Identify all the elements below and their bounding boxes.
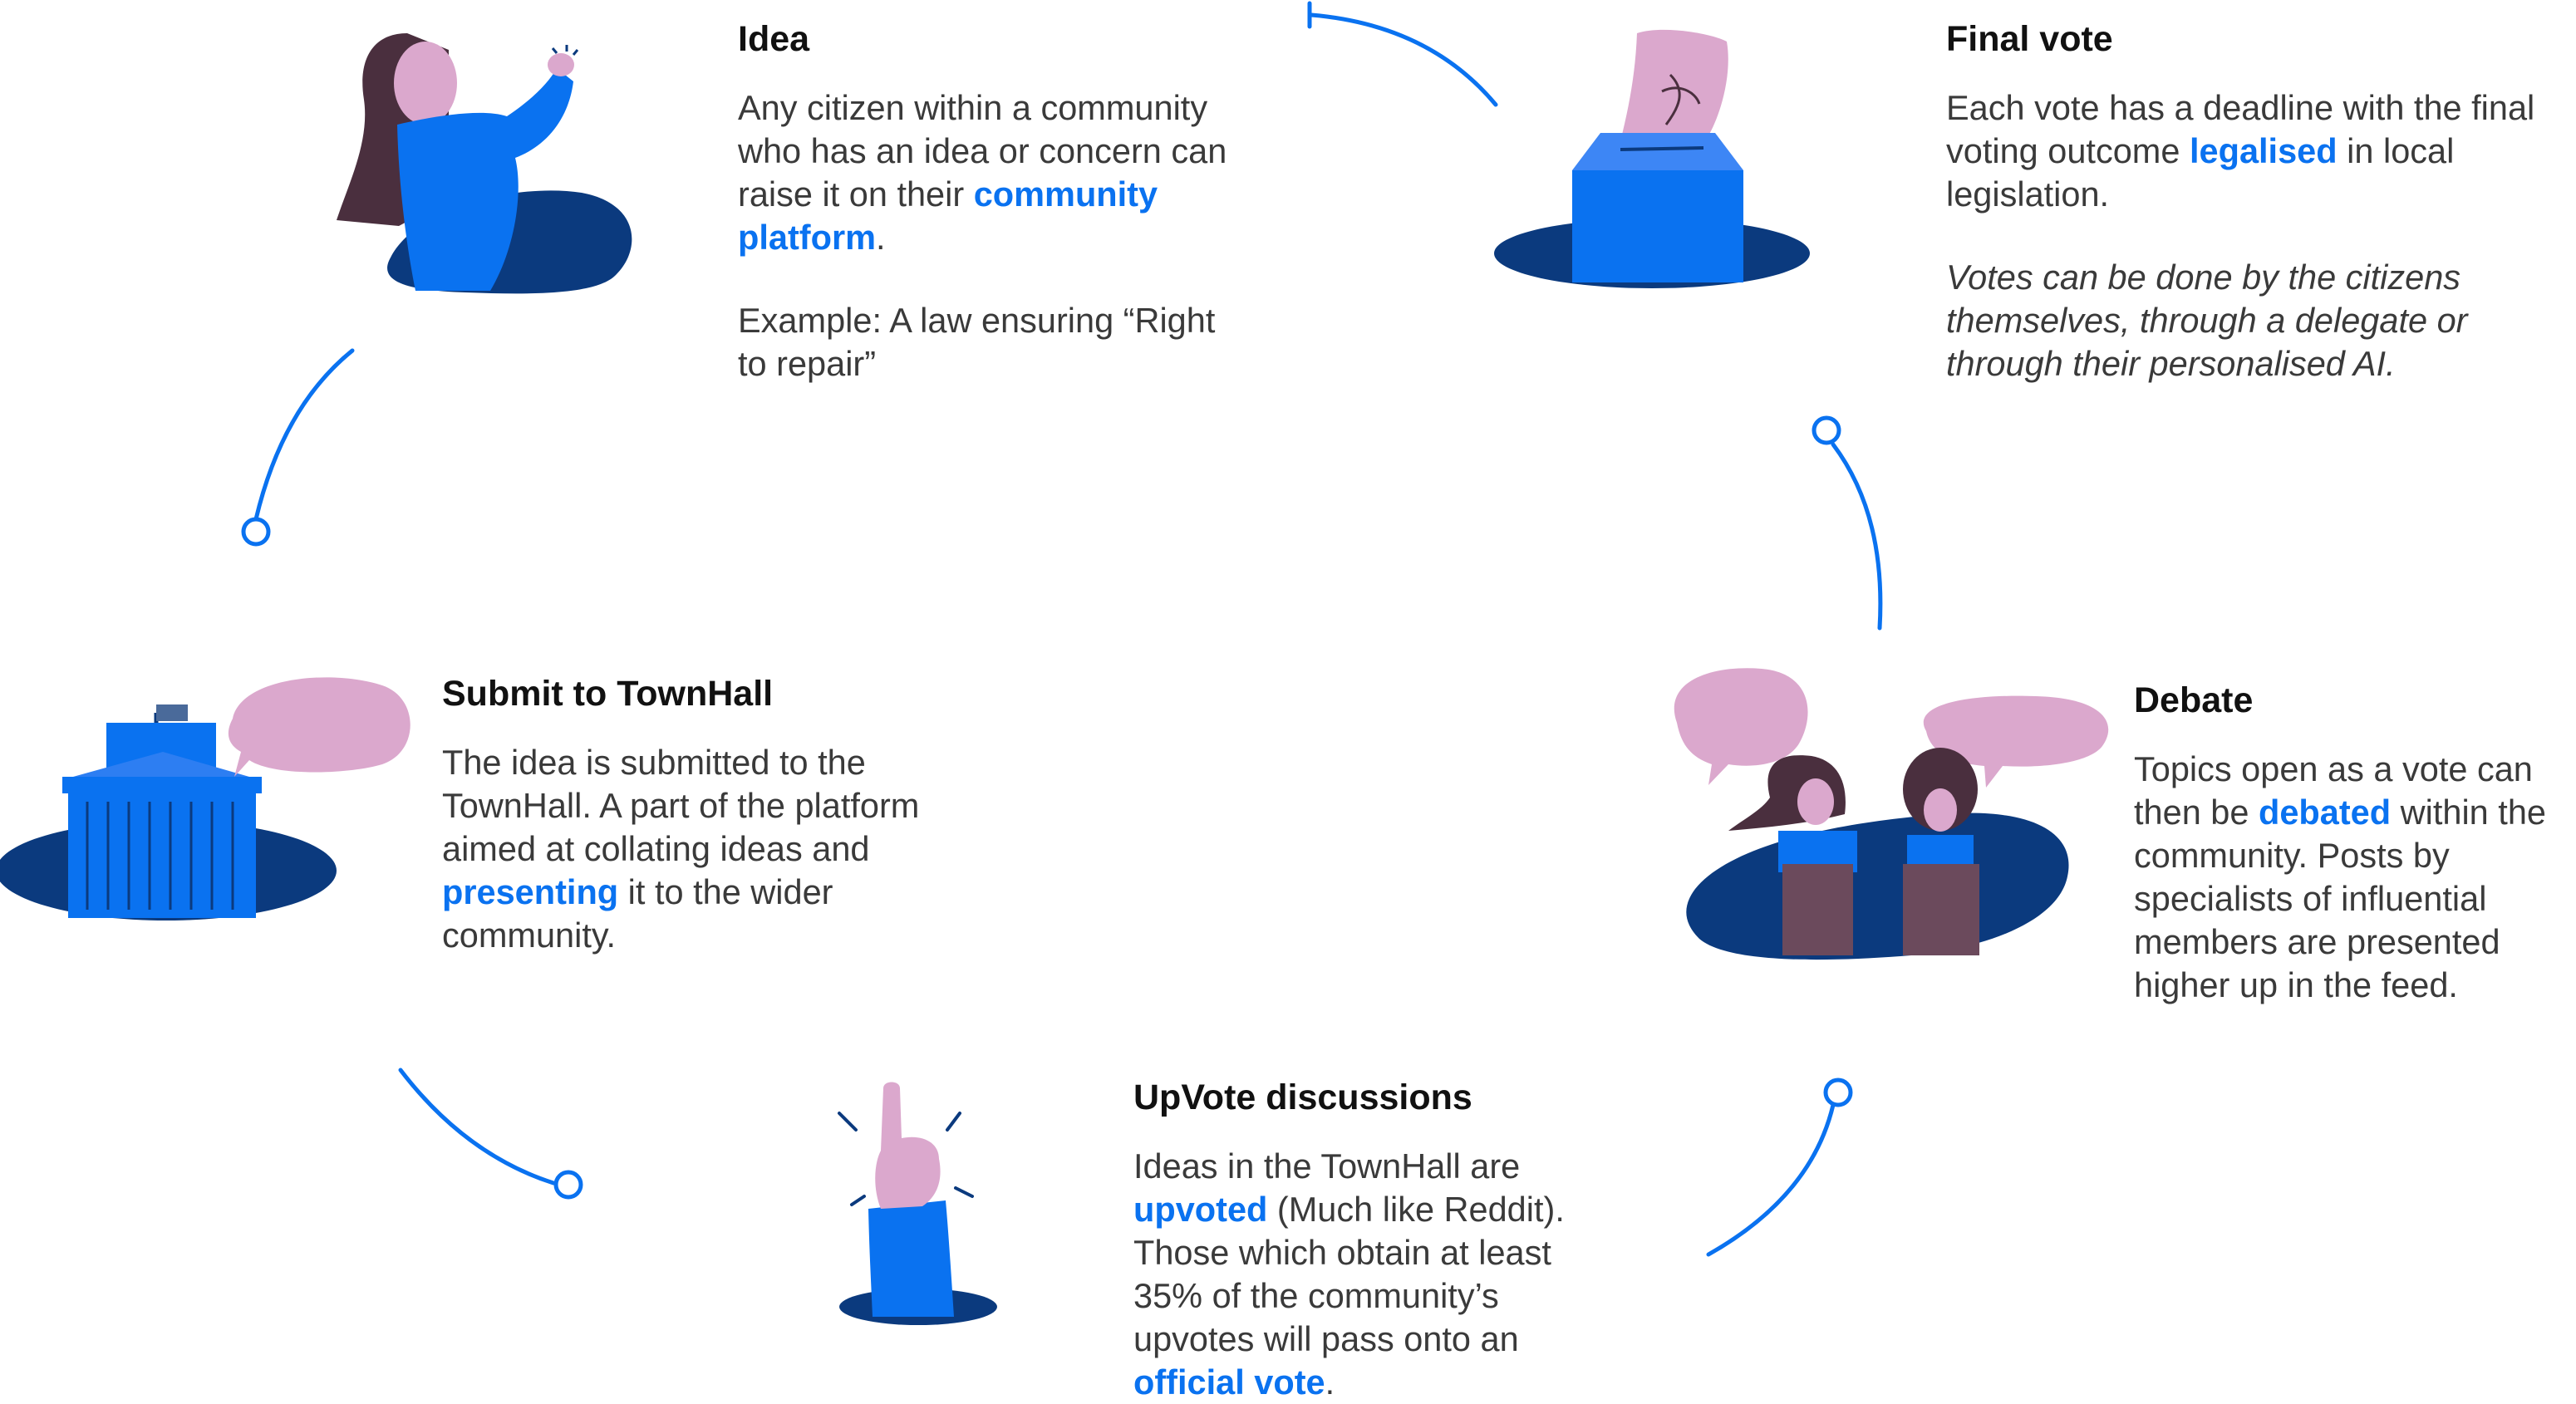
description-text: Topics open as a vote can then be [2134,749,2533,832]
ballot-box-icon [1494,29,1810,288]
highlight-text: presenting [442,871,619,911]
step-submit: Submit to TownHall The idea is submitted… [442,673,932,957]
description-text: The idea is submitted to the TownHall. A… [442,742,920,868]
step-final-vote: Final vote Each vote has a deadline with… [1946,18,2574,385]
description-text: it to the wider community. [442,871,833,955]
description-text: (Much like Reddit). Those which obtain a… [1133,1189,1565,1358]
debate-speakers-icon [1674,668,2109,960]
description-text: within the community. Posts by specialis… [2134,792,2546,1004]
step-title: Final vote [1946,19,2113,59]
description-text: . [1325,1362,1335,1402]
connector-upvote-to-debate [1706,1102,1836,1257]
step-debate: Debate Topics open as a vote can then be… [2134,680,2566,1007]
description-text: Ideas in the TownHall are [1133,1146,1521,1186]
connector-idea-to-submit [253,348,355,522]
highlight-text: community platform [738,174,1158,257]
step-description: Ideas in the TownHall are upvoted (Much … [1133,1145,1615,1404]
connector-dot [241,517,271,547]
highlight-text: debated [2259,792,2392,832]
description-text: Each vote has a deadline with the final … [1946,87,2535,170]
step-description: Any citizen within a community who has a… [738,86,1236,259]
connector-dot [1812,415,1841,445]
step-title: UpVote discussions [1133,1078,1472,1117]
idea-woman-icon [337,33,632,294]
step-upvote: UpVote discussions Ideas in the TownHall… [1133,1077,1615,1404]
description-text: in local legislation. [1946,130,2455,214]
connector-final-to-idea [1309,12,1498,107]
step-description: Each vote has a deadline with the final … [1946,86,2574,216]
highlight-text: legalised [2189,130,2338,170]
step-example: Example: A law ensuring “Right to repair… [738,300,1216,383]
description-text: . [876,217,886,257]
step-title: Debate [2134,680,2254,720]
upvote-hand-icon [838,1082,997,1325]
step-description: Topics open as a vote can then be debate… [2134,748,2566,1007]
step-title: Submit to TownHall [442,674,774,714]
connector-submit-to-upvote [398,1068,556,1186]
connector-dot [553,1170,583,1200]
highlight-text: official vote [1133,1362,1325,1402]
step-idea: Idea Any citizen within a community who … [738,18,1236,385]
step-note: Votes can be done by the citizens themse… [1946,257,2468,383]
connector-dot [1823,1078,1853,1107]
townhall-building-icon [0,677,410,920]
connector-debate-to-final [1831,442,1883,631]
step-description: The idea is submitted to the TownHall. A… [442,741,932,957]
highlight-text: upvoted [1133,1189,1268,1229]
step-title: Idea [738,19,810,59]
cycle-connectors [241,1,1883,1257]
description-text: Any citizen within a community who has a… [738,87,1227,214]
